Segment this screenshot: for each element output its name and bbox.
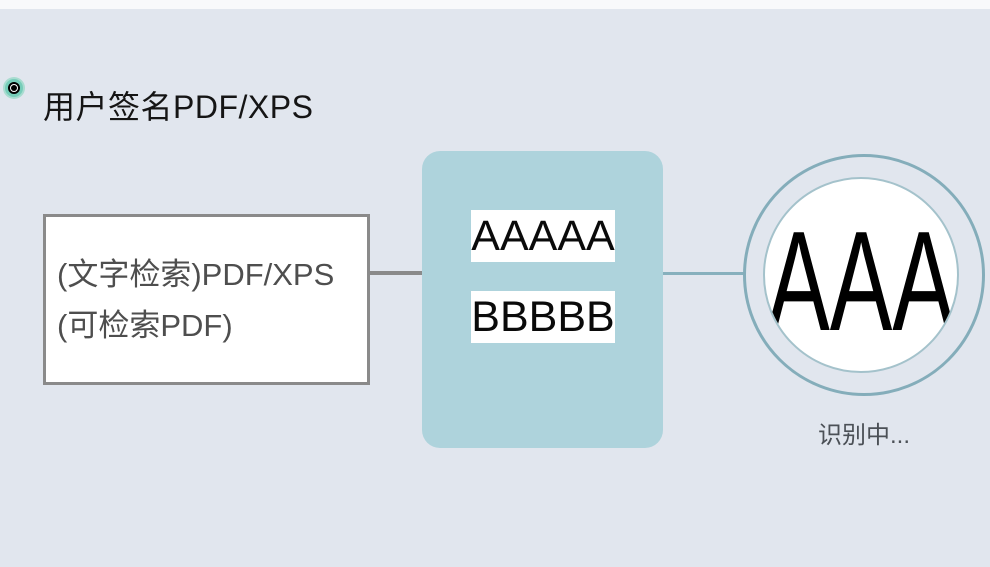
connector-process-to-result [662,272,745,275]
recognition-status-text: 识别中... [817,422,910,449]
connector-source-to-process [368,271,424,275]
source-pdf-box: (文字检索)PDF/XPS (可检索PDF) [43,214,370,385]
radio-target-icon [3,77,25,99]
ocr-text-label-a: AAAAA [471,210,615,262]
recognized-text: AAA [767,202,955,361]
magnifier-inner-circle: AAA [763,177,959,373]
source-pdf-box-line1: (文字检索)PDF/XPS [57,256,335,292]
radio-target-icon-dot [11,85,17,91]
top-strip [0,0,990,9]
ocr-text-label-b: BBBBB [471,291,615,343]
magnifier-outer-circle [743,154,985,396]
page-title: 用户签名PDF/XPS [43,89,314,126]
source-pdf-box-line2: (可检索PDF) [57,307,233,343]
